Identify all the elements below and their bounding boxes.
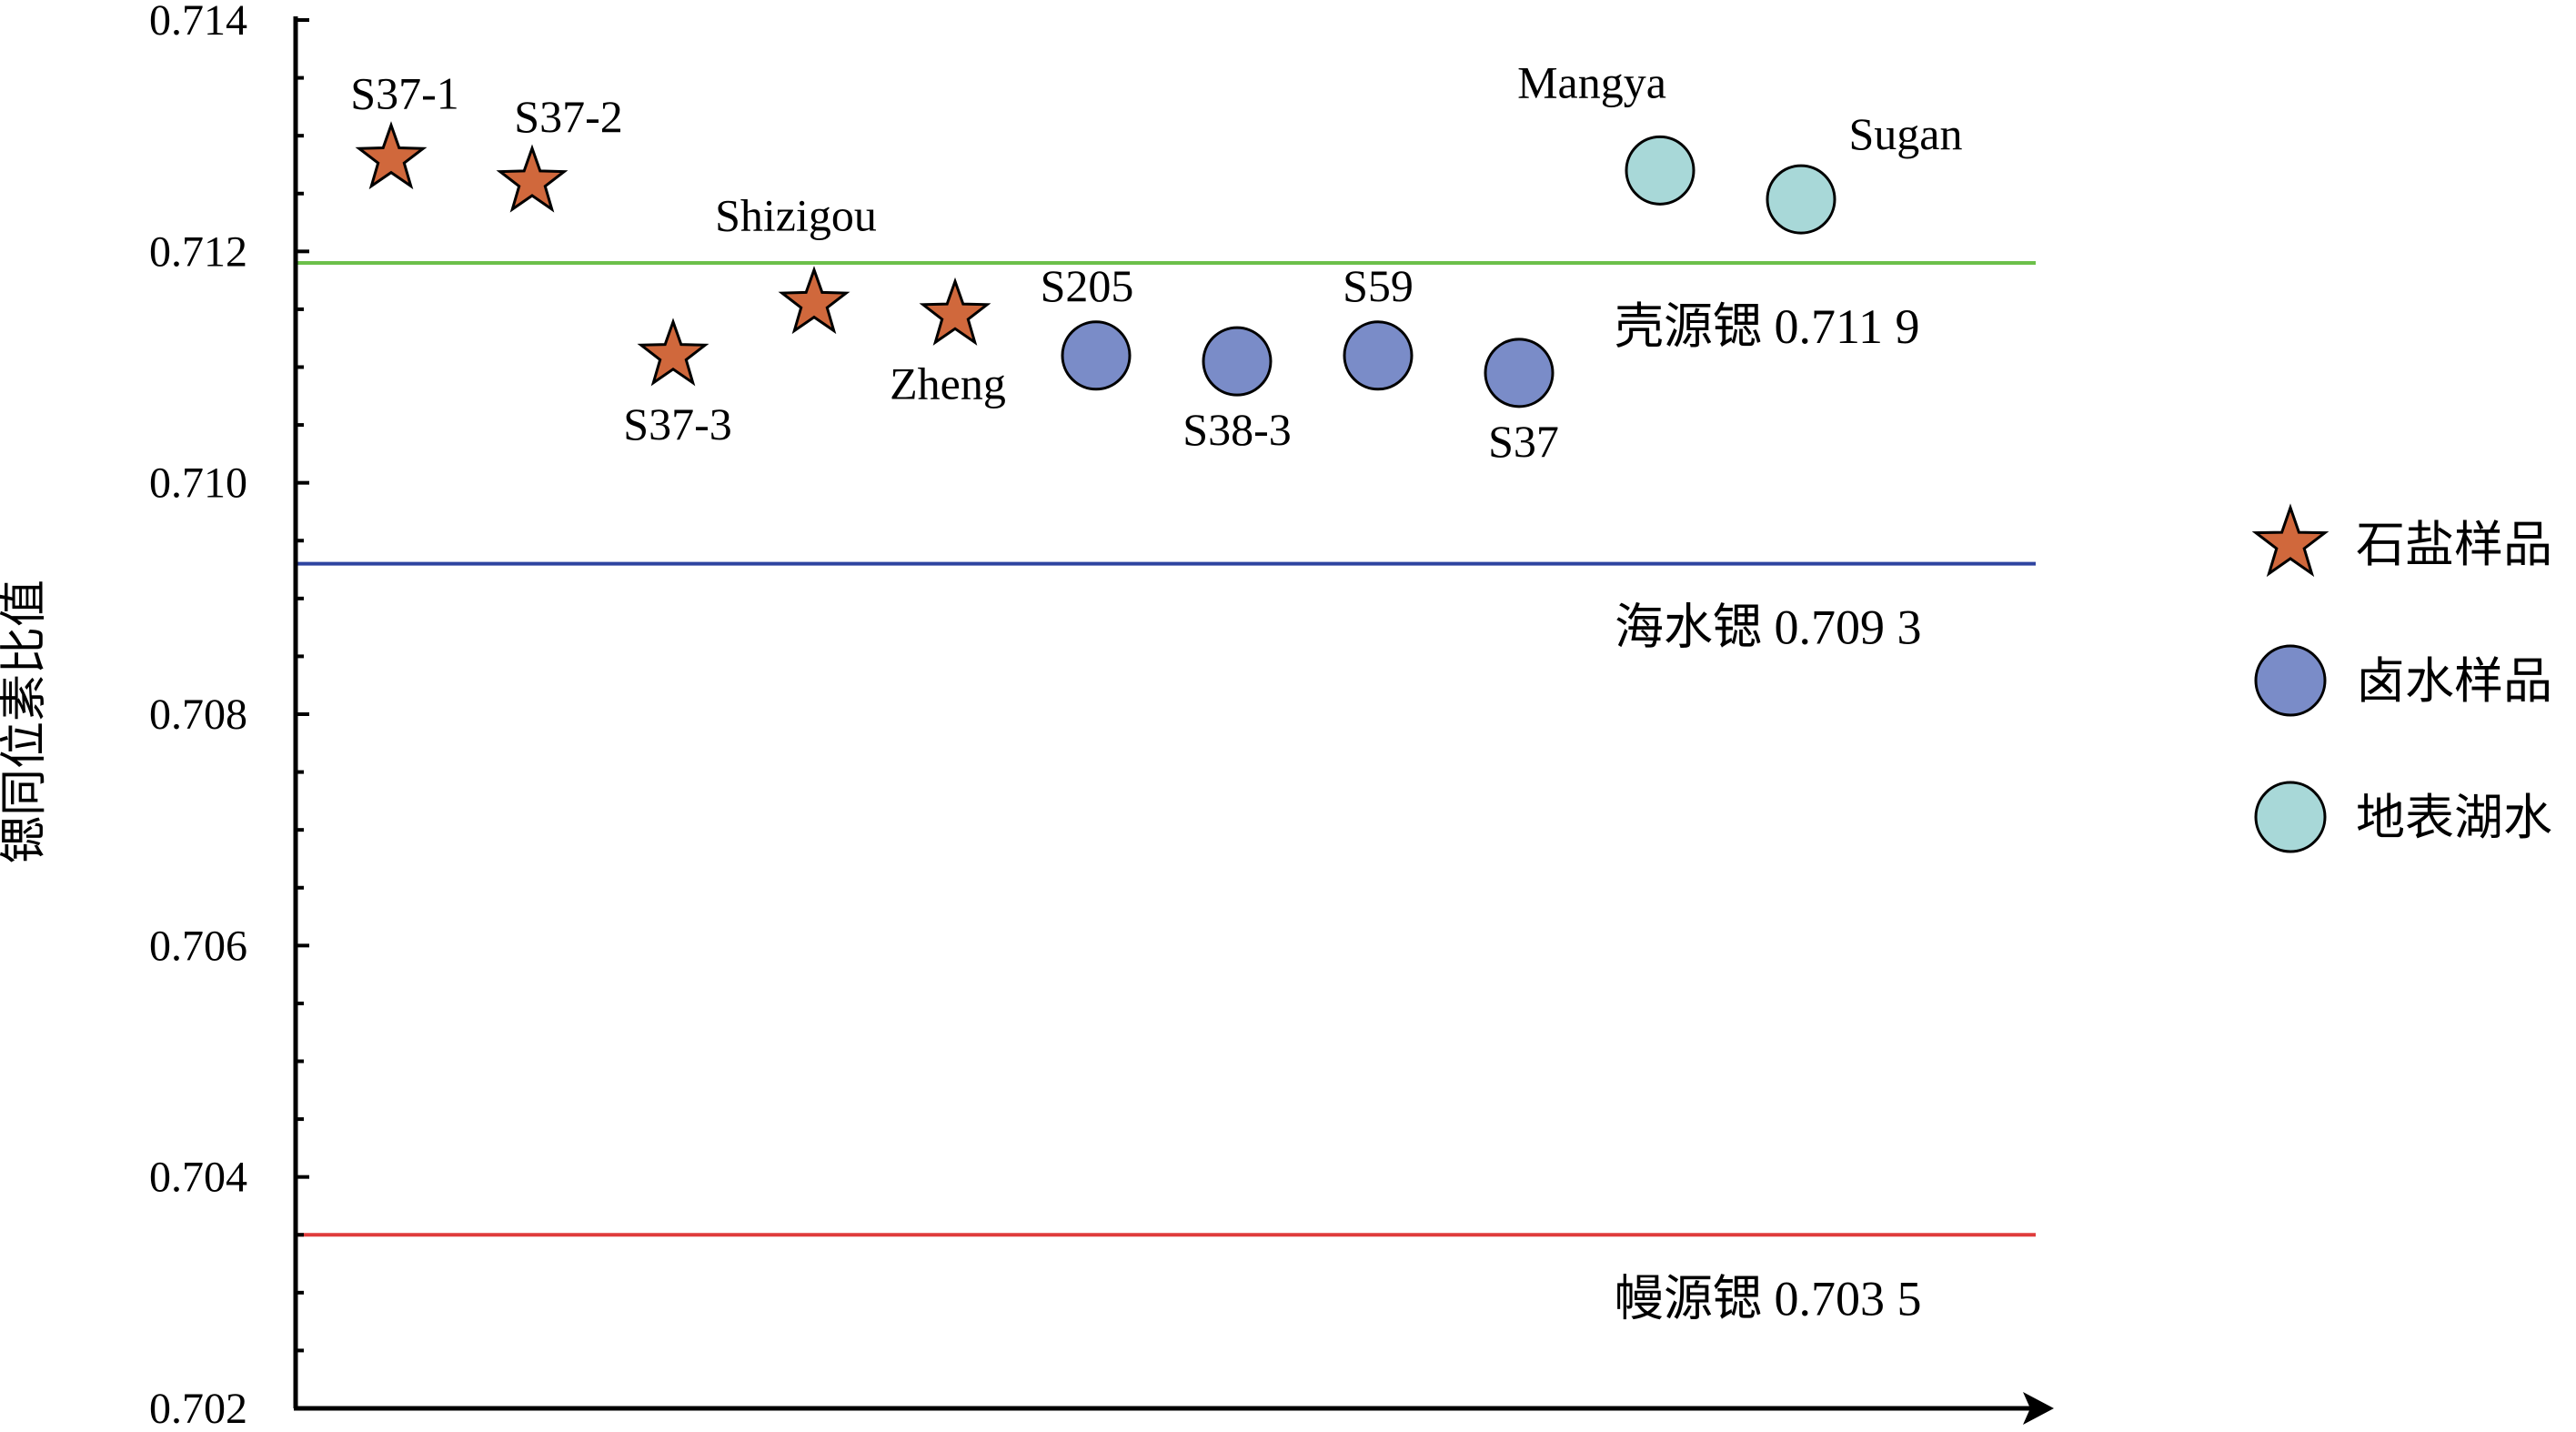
point-label: Shizigou — [715, 190, 877, 241]
legend-label: 石盐样品 — [2356, 518, 2552, 572]
legend-label: 地表湖水 — [2356, 791, 2552, 845]
legend-star-icon — [2251, 503, 2329, 578]
lake-water-circle-marker — [1766, 164, 1836, 235]
legend-label: 卤水样品 — [2356, 654, 2552, 709]
brine-circle-marker — [1061, 320, 1132, 391]
point-label: S37-1 — [350, 68, 458, 119]
halite-star-marker — [355, 121, 428, 190]
y-tick-label: 0.710 — [149, 459, 247, 508]
point-label: S59 — [1343, 260, 1414, 311]
reference-line-label: 海水锶 0.709 3 — [1615, 600, 1922, 655]
y-axis-label: 锶同位素比值 — [0, 580, 51, 863]
lake-water-circle-marker — [1625, 135, 1696, 206]
brine-circle-marker — [1484, 338, 1555, 408]
brine-circle-marker — [1343, 320, 1414, 391]
halite-star-marker — [919, 277, 991, 346]
halite-star-marker — [496, 144, 569, 213]
data-points — [355, 121, 1836, 408]
point-label: S205 — [1041, 260, 1134, 311]
point-label: Zheng — [890, 358, 1006, 408]
legend-circle-icon — [2254, 644, 2327, 717]
x-axis-arrowhead — [2023, 1392, 2054, 1425]
reference-line-label: 幔源锶 0.703 5 — [1615, 1271, 1922, 1326]
legend-circle-icon — [2254, 781, 2327, 853]
halite-star-marker — [637, 318, 709, 387]
point-label: S37 — [1488, 416, 1559, 467]
point-label: S37-3 — [623, 398, 731, 449]
point-label: S38-3 — [1182, 404, 1291, 455]
point-label: Mangya — [1517, 56, 1666, 107]
y-tick-label: 0.706 — [149, 922, 247, 970]
point-label: Sugan — [1849, 108, 1963, 159]
y-tick-label: 0.712 — [149, 227, 247, 276]
y-tick-label: 0.702 — [149, 1385, 247, 1432]
brine-circle-marker — [1202, 326, 1273, 397]
point-label: S37-2 — [514, 91, 622, 142]
y-axis-ticks: 0.714 0.712 0.710 0.708 0.706 0.704 0.702 — [149, 0, 309, 1432]
reference-lines: 壳源锶 0.711 9 海水锶 0.709 3 幔源锶 0.703 5 — [296, 261, 2036, 1326]
y-tick-label: 0.708 — [149, 691, 247, 739]
y-tick-label: 0.714 — [149, 0, 247, 45]
reference-line-label: 壳源锶 0.711 9 — [1615, 299, 1920, 354]
y-tick-label: 0.704 — [149, 1154, 247, 1202]
halite-star-marker — [778, 266, 850, 335]
